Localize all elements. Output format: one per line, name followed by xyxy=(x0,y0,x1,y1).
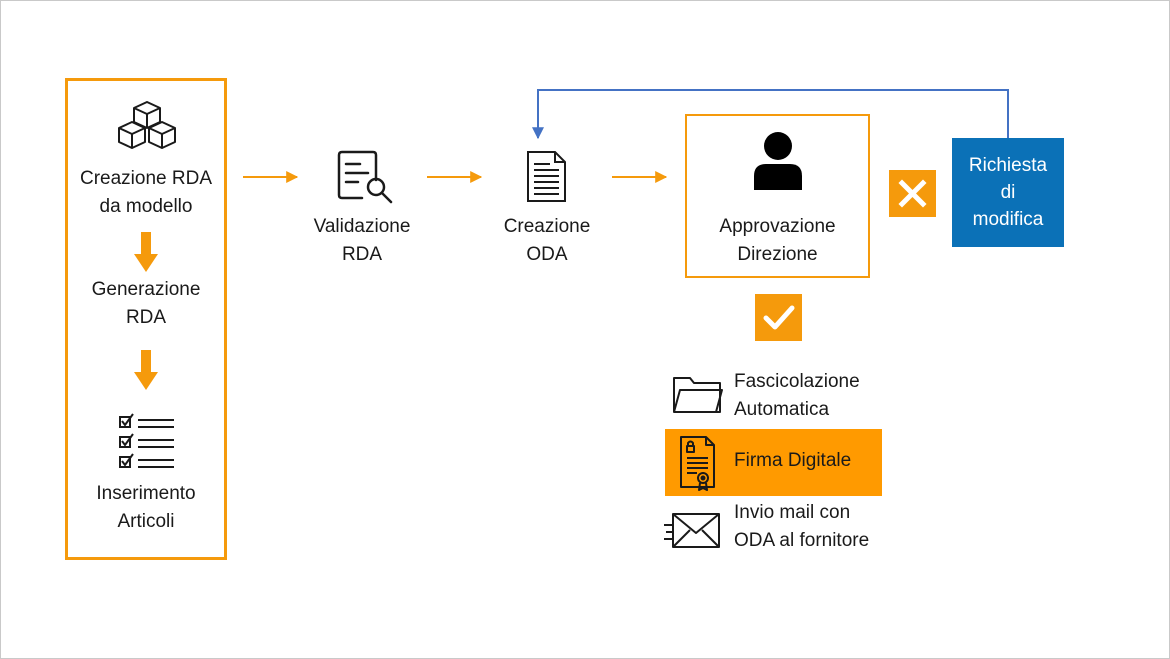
step-creazione-rda-label: Creazione RDA da modello xyxy=(66,165,226,221)
x-icon xyxy=(898,179,927,208)
step-inserimento-articoli-label: Inserimento Articoli xyxy=(66,480,226,536)
change-request-line1: Richiesta xyxy=(968,155,1048,176)
validazione-line1: Validazione xyxy=(313,216,411,237)
creazione-oda-line2: ODA xyxy=(526,244,568,265)
invio-line2: ODA al fornitore xyxy=(734,530,870,551)
approve-badge xyxy=(755,294,802,341)
document-icon xyxy=(527,151,566,202)
validazione-line2: RDA xyxy=(341,244,383,265)
approvazione-line2: Direzione xyxy=(737,244,818,265)
fascicolazione-line2: Automatica xyxy=(734,399,830,420)
mail-icon xyxy=(664,513,720,548)
approval-box xyxy=(685,114,870,278)
step-creazione-rda-line1: Creazione RDA xyxy=(80,168,212,189)
step-creazione-rda-line2: da modello xyxy=(99,196,193,217)
change-request-box: Richiesta di modifica xyxy=(952,138,1064,247)
change-request-line2: di xyxy=(1000,182,1016,203)
step-generazione-line2: RDA xyxy=(125,307,167,328)
document-search-icon xyxy=(337,150,393,204)
down-arrow-2 xyxy=(134,350,158,390)
creazione-oda-line1: Creazione xyxy=(503,216,591,237)
step-generazione-line1: Generazione xyxy=(91,279,201,300)
step-inserimento-line2: Articoli xyxy=(117,511,175,532)
check-icon xyxy=(763,305,795,330)
folder-icon xyxy=(673,377,723,413)
step-generazione-rda-label: Generazione RDA xyxy=(66,276,226,332)
checklist-icon xyxy=(119,413,174,468)
cubes-icon xyxy=(118,101,176,149)
fascicolazione-line1: Fascicolazione xyxy=(734,371,860,392)
down-arrow-1 xyxy=(134,232,158,272)
certificate-icon xyxy=(680,436,715,491)
fascicolazione-label: Fascicolazione Automatica xyxy=(734,368,860,424)
invio-line1: Invio mail con xyxy=(734,502,851,523)
invio-mail-label: Invio mail con ODA al fornitore xyxy=(734,499,869,555)
approvazione-line1: Approvazione xyxy=(719,216,836,237)
step-inserimento-line1: Inserimento xyxy=(96,483,196,504)
person-icon xyxy=(754,132,802,190)
creazione-oda-label: Creazione ODA xyxy=(477,213,617,269)
firma-line1: Firma Digitale xyxy=(734,450,852,471)
change-request-line3: modifica xyxy=(972,209,1044,230)
approvazione-direzione-label: Approvazione Direzione xyxy=(687,213,868,269)
firma-digitale-label: Firma Digitale xyxy=(734,447,851,475)
validazione-rda-label: Validazione RDA xyxy=(292,213,432,269)
loop-back-line xyxy=(532,89,1009,140)
left-process-box xyxy=(65,78,227,560)
